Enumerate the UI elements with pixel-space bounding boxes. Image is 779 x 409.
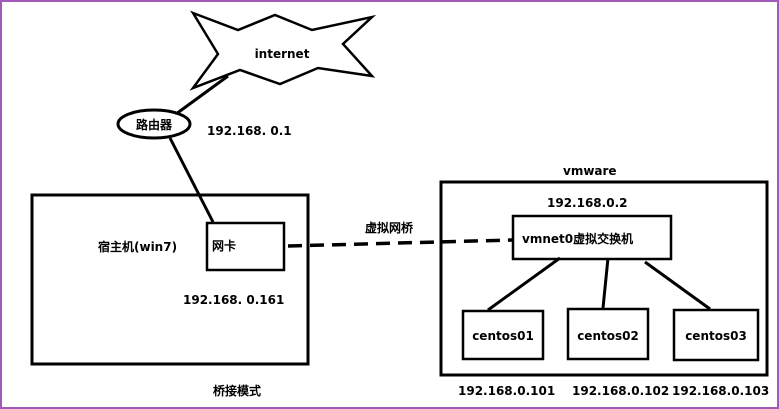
switch-vm2-link [601,257,610,309]
virtual-bridge-link [287,238,513,248]
router-label: 路由器 [136,117,173,132]
switch-vm3-link [644,260,711,311]
switch-vm1-link [487,256,561,312]
nic-box [205,221,286,272]
switch-label: vmnet0虚拟交换机 [522,231,633,246]
vm-name-centos02: centos02 [577,329,639,343]
vm-name-centos03: centos03 [685,329,747,343]
internet-label: internet [255,47,310,61]
host-machine-box [30,193,310,366]
mode-label: 桥接模式 [213,383,261,398]
vm-ip-centos01: 192.168.0.101 [458,384,555,398]
vm-ip-centos02: 192.168.0.102 [572,384,669,398]
host-ip: 192.168. 0.161 [183,293,284,307]
nic-label: 网卡 [212,238,236,253]
vm-name-centos01: centos01 [472,329,534,343]
bridge-label: 虚拟网桥 [365,220,414,235]
vm-box-centos02 [566,307,650,361]
host-label: 宿主机(win7) [98,239,177,254]
vmware-label: vmware [563,164,617,178]
vm-box-centos01 [461,309,545,361]
internet-router-link [175,74,229,116]
vmware-box [439,180,769,377]
vm-ip-centos03: 192.168.0.103 [672,384,769,398]
router-ip: 192.168. 0.1 [207,124,292,138]
switch-box [511,214,673,261]
router-node [116,108,192,140]
router-nic-link [168,137,215,223]
vm-box-centos03 [672,308,760,362]
internet-cloud-shape [189,10,377,91]
switch-ip: 192.168.0.2 [547,196,627,210]
